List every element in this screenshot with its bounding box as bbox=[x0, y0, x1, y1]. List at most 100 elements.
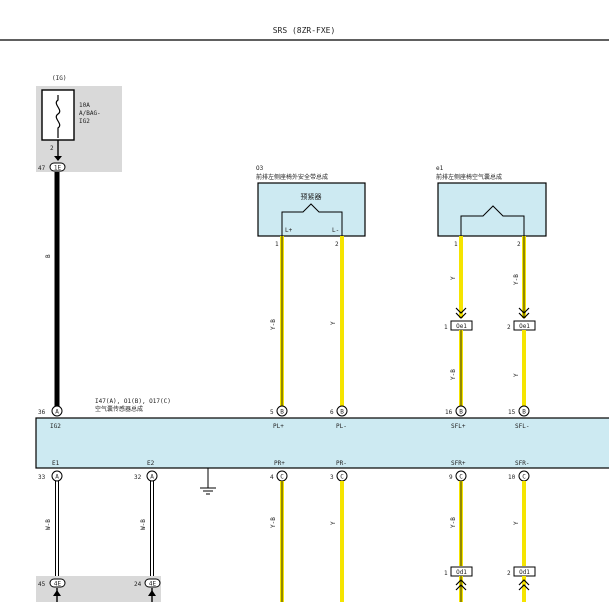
sensor-bottom-pin-num: 3 bbox=[330, 474, 334, 481]
fuse-conn-pin: 47 bbox=[38, 165, 46, 172]
wire-pr-minus-color: Y bbox=[330, 521, 337, 525]
sensor-name: 空气囊传感器总成 bbox=[95, 405, 143, 413]
sensor-top-pin-label: IG2 bbox=[50, 423, 61, 430]
sensor-bottom-pin-conn: C bbox=[459, 474, 463, 481]
wire-sfl-plus-mid-color: Y-B bbox=[450, 369, 457, 380]
sensor-bottom-pin-conn: A bbox=[150, 474, 154, 481]
connector-chevron-icon bbox=[518, 307, 530, 319]
junction-bottom-id-2: Od1 bbox=[519, 569, 530, 576]
sensor-top-pin-num: 6 bbox=[330, 409, 334, 416]
junction-top-id-2: Oe1 bbox=[519, 323, 530, 330]
fuse-block-label: (IG) bbox=[52, 75, 66, 82]
ground-conn-1 bbox=[49, 578, 66, 588]
airbag-element bbox=[460, 205, 525, 236]
sensor-top-pin-label: PL+ bbox=[273, 423, 284, 430]
sensor-top-pin-circle bbox=[336, 405, 348, 417]
wire-sfr-minus-color: Y bbox=[513, 521, 520, 525]
wire-sfr-plus-color: Y-B bbox=[450, 517, 457, 528]
junction-top-id-1: Oe1 bbox=[456, 323, 467, 330]
pretensioner-pin1: 1 bbox=[275, 241, 279, 248]
ground-conn-arrow-icon bbox=[148, 590, 156, 596]
connector-chevron-up-icon bbox=[455, 579, 467, 591]
sensor-bottom-pin-num: 9 bbox=[449, 474, 453, 481]
pretensioner-pin2-label: L- bbox=[332, 227, 339, 234]
sensor-top-pin-conn: A bbox=[55, 409, 59, 416]
fuse-pin: 2 bbox=[50, 145, 54, 152]
sensor-top-pin-circle bbox=[51, 405, 63, 417]
fuse-name-1: A/BAG- bbox=[79, 110, 101, 117]
sensor-bottom-pin-conn: A bbox=[55, 474, 59, 481]
wire-pl-minus-color: Y bbox=[330, 321, 337, 325]
sensor-bottom-pin-conn: C bbox=[522, 474, 526, 481]
sensor-bottom-pin-num: 33 bbox=[38, 474, 46, 481]
pretensioner-name: 前排左侧座椅外安全带总成 bbox=[256, 173, 328, 181]
sensor-top-pin-num: 5 bbox=[270, 409, 274, 416]
sensor-bottom-pin-conn: C bbox=[340, 474, 344, 481]
ground-conn-2 bbox=[144, 578, 161, 588]
sensor-top-pin-conn: B bbox=[280, 409, 284, 416]
pretensioner-title: 预紧器 bbox=[301, 192, 322, 201]
fuse-conn bbox=[49, 162, 66, 172]
junction-bottom-pin2: 2 bbox=[507, 570, 511, 577]
sensor-id: I47(A), O1(B), O17(C) bbox=[95, 398, 171, 405]
sensor-top-pin-num: 16 bbox=[445, 409, 453, 416]
ground-conn-arrow-icon bbox=[53, 590, 61, 596]
airbag-id: e1 bbox=[436, 165, 444, 172]
ground-conn-id-1: 4E bbox=[54, 581, 62, 588]
airbag-box bbox=[437, 182, 547, 237]
fuse-rating: 10A bbox=[79, 102, 90, 109]
wire-ig2-color: B bbox=[45, 254, 52, 258]
pretensioner-id: O3 bbox=[256, 165, 264, 172]
sensor-bottom-pin-conn: C bbox=[280, 474, 284, 481]
fuse-name-2: IG2 bbox=[79, 118, 90, 125]
wire-sfl-minus-top-color: Y-B bbox=[513, 274, 520, 285]
sensor-bottom-pin-circle bbox=[51, 470, 63, 482]
sensor-top-pin-num: 36 bbox=[38, 409, 46, 416]
pretensioner-pin1-label: L+ bbox=[285, 227, 293, 234]
ground-conn-pin2: 24 bbox=[134, 581, 142, 588]
wire-pl-plus-color: Y-B bbox=[270, 319, 277, 330]
junction-bottom-id-1: Od1 bbox=[456, 569, 467, 576]
sensor-top-pin-num: 15 bbox=[508, 409, 516, 416]
sensor-top-pin-label: SFL- bbox=[515, 423, 529, 430]
junction-bottom-pin1: 1 bbox=[444, 570, 448, 577]
sensor-bottom-pin-label: SFR+ bbox=[451, 460, 466, 467]
sensor-box bbox=[35, 417, 609, 469]
airbag-pin2: 2 bbox=[517, 241, 521, 248]
pretensioner-pin2: 2 bbox=[335, 241, 339, 248]
sensor-bottom-pin-label: E2 bbox=[147, 460, 155, 467]
sensor-top-pin-label: SFL+ bbox=[451, 423, 466, 430]
sensor-bottom-pin-label: E1 bbox=[52, 460, 60, 467]
fuse-element bbox=[55, 95, 61, 138]
airbag-name: 前排左侧座椅空气囊总成 bbox=[436, 173, 502, 181]
sensor-bottom-pin-num: 32 bbox=[134, 474, 142, 481]
sensor-top-pin-conn: B bbox=[459, 409, 463, 416]
pretensioner-element bbox=[281, 203, 343, 236]
wire-pr-plus-color: Y-B bbox=[270, 517, 277, 528]
sensor-top-pin-label: PL- bbox=[336, 423, 347, 430]
sensor-bottom-pin-num: 4 bbox=[270, 474, 274, 481]
airbag-pin1: 1 bbox=[454, 241, 458, 248]
sensor-bottom-pin-label: PR+ bbox=[274, 460, 285, 467]
wire-sfl-minus-mid-color: Y bbox=[513, 373, 520, 377]
junction-top-pin1: 1 bbox=[444, 324, 448, 331]
connector-chevron-up-icon bbox=[518, 579, 530, 591]
pretensioner-box bbox=[257, 182, 366, 237]
wire-e1-color: W-B bbox=[45, 519, 52, 530]
ground-conn-id-2: 4E bbox=[149, 581, 157, 588]
connector-chevron-icon bbox=[455, 307, 467, 319]
wire-sfl-plus-top-color: Y bbox=[450, 276, 457, 280]
sensor-top-pin-circle bbox=[518, 405, 530, 417]
sensor-bottom-pin-circle bbox=[146, 470, 158, 482]
sensor-bottom-pin-num: 10 bbox=[508, 474, 516, 481]
sensor-top-pin-conn: B bbox=[522, 409, 526, 416]
fuse-arrow bbox=[54, 156, 62, 161]
fuse-conn-id: 1E bbox=[54, 165, 62, 172]
header-title: SRS (8ZR-FXE) bbox=[273, 26, 336, 35]
sensor-top-pin-conn: B bbox=[340, 409, 344, 416]
sensor-bottom-pin-label: PR- bbox=[336, 460, 347, 467]
sensor-top-pin-circle bbox=[276, 405, 288, 417]
wire-e2-color: W-B bbox=[140, 519, 147, 530]
ground-conn-pin1: 45 bbox=[38, 581, 46, 588]
